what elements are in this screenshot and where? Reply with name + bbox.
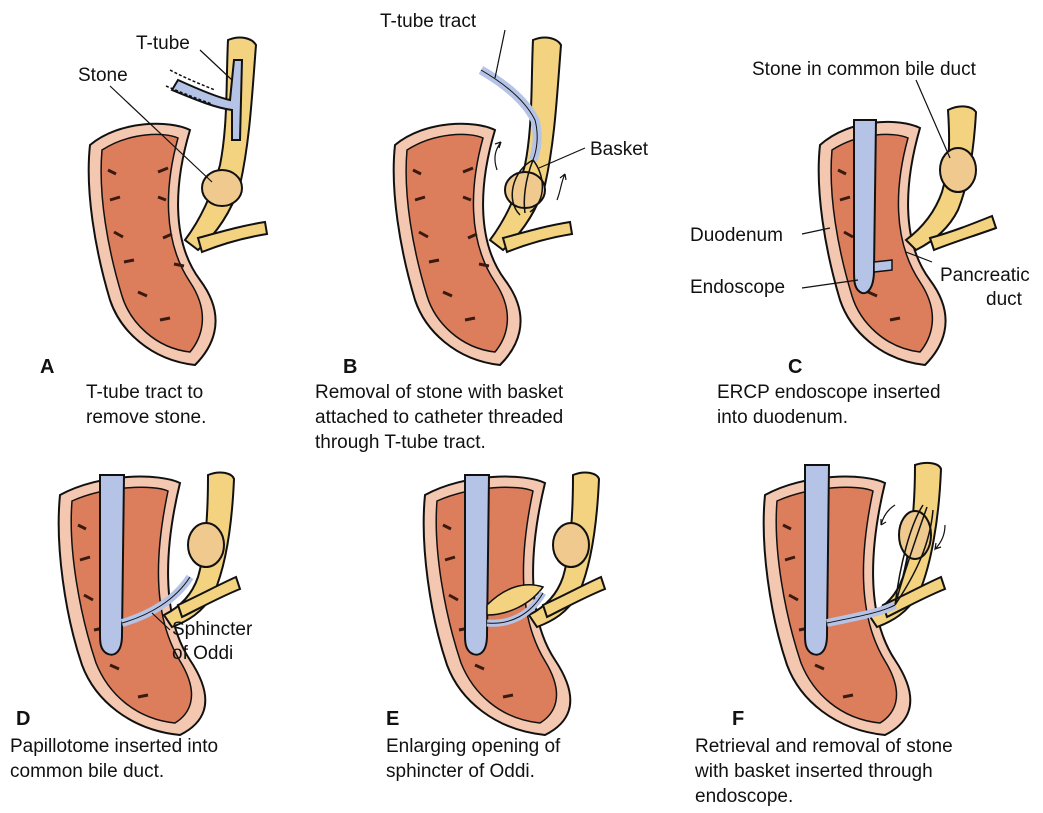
stone [899,511,931,559]
arrow-down-icon [881,505,895,525]
panel-f-letter: F [732,708,744,731]
panel-f-caption: Retrieval and removal of stone with bask… [695,734,953,809]
endoscope [805,465,829,655]
duodenum-lumen [776,487,896,723]
